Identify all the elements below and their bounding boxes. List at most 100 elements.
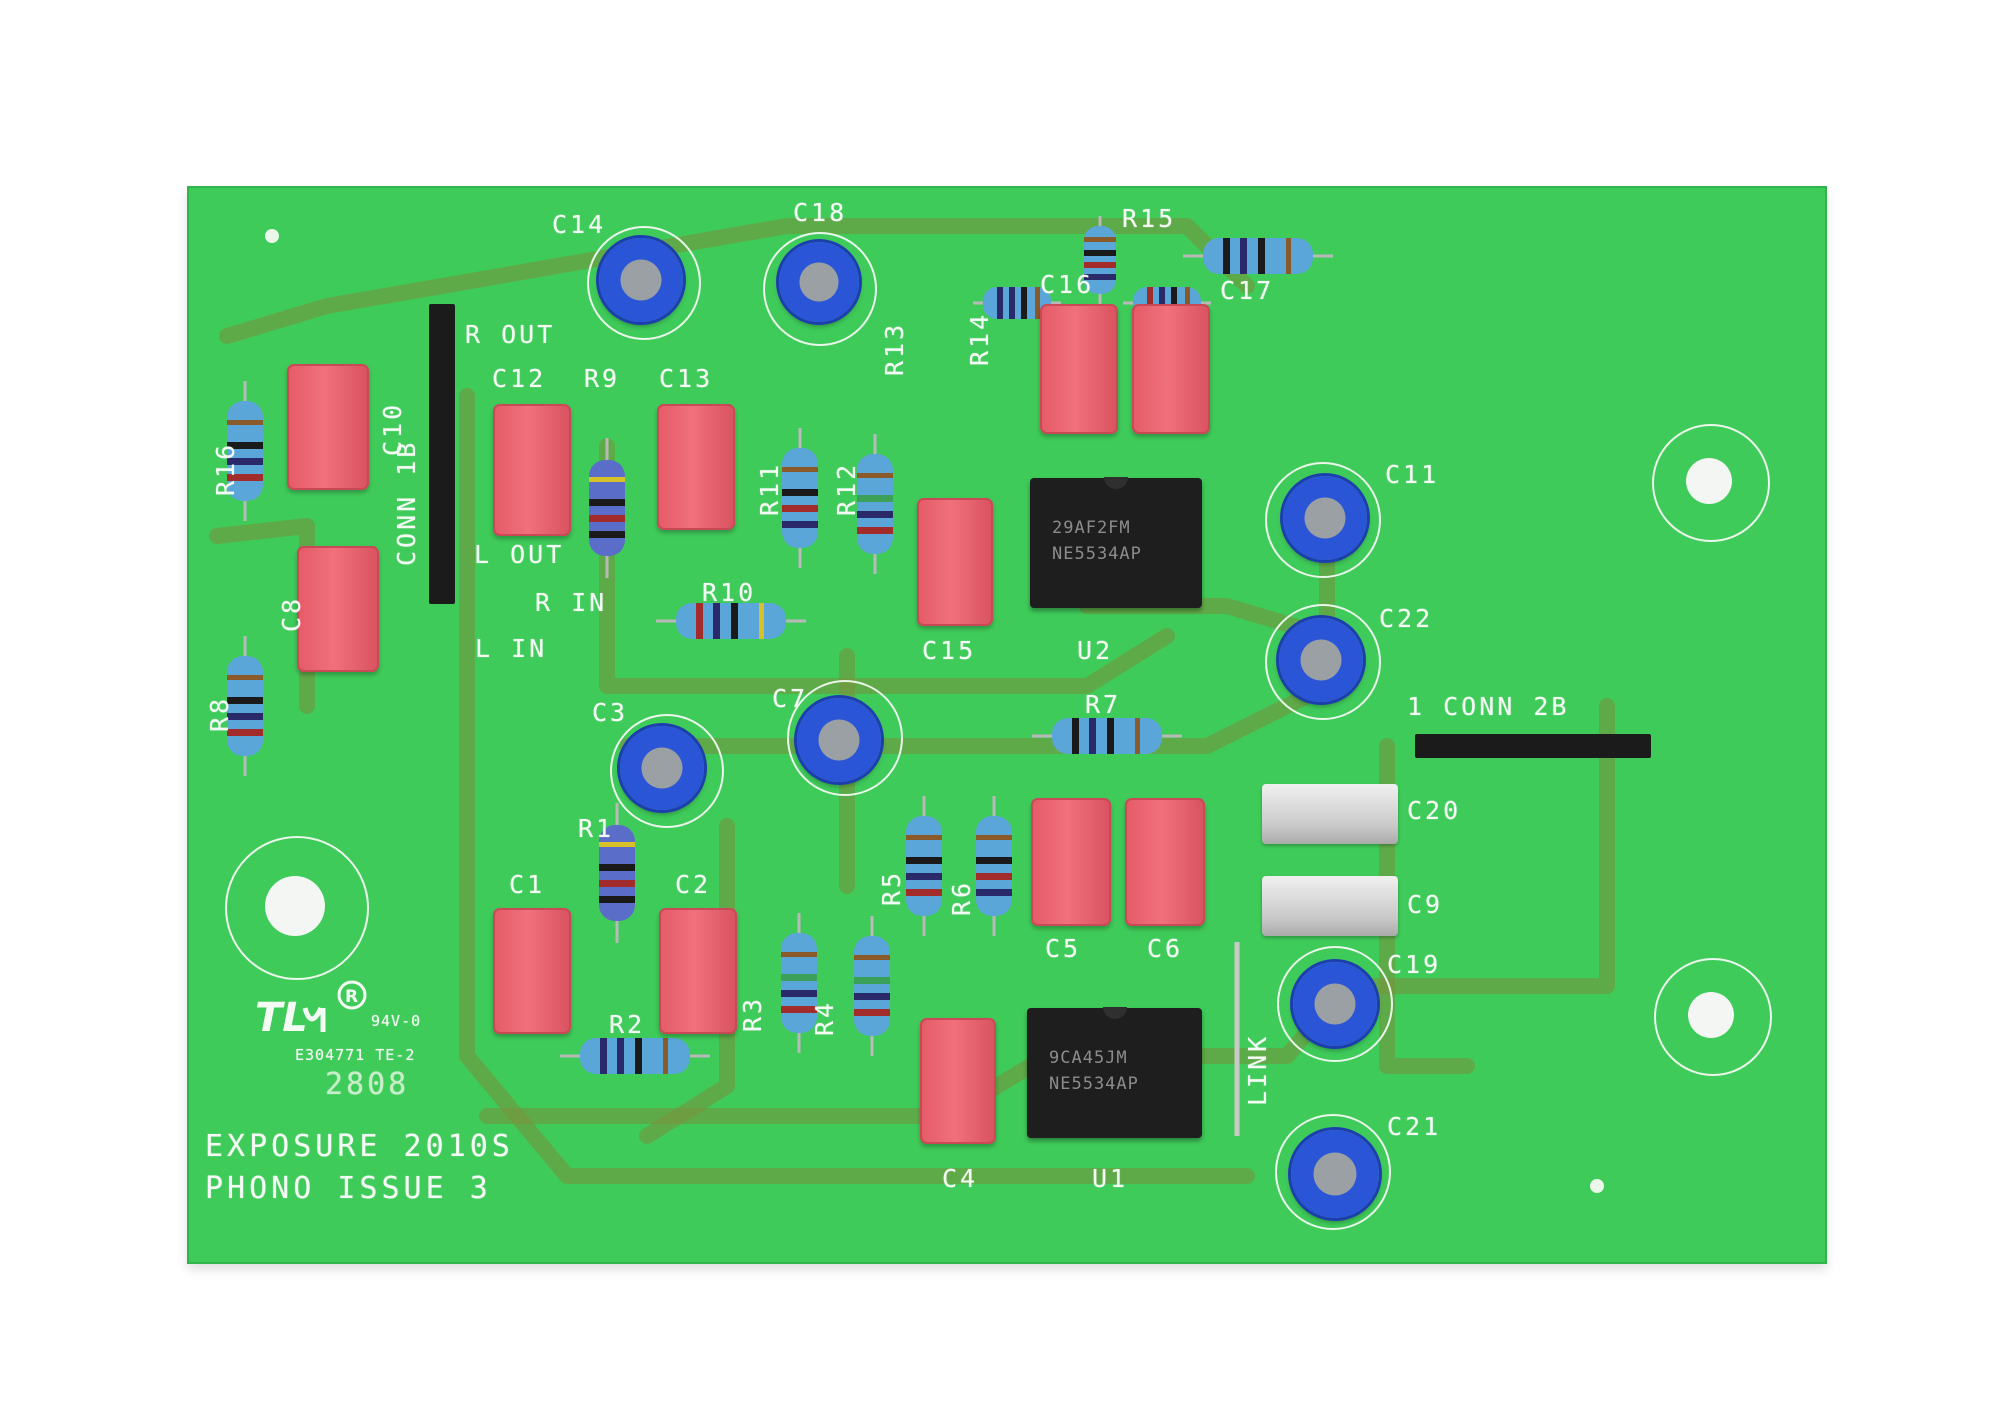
label-r4: R4 bbox=[810, 999, 839, 1036]
label-rating: 94V-0 bbox=[371, 1012, 422, 1030]
label-c9: C9 bbox=[1407, 890, 1444, 919]
c3-outline bbox=[610, 714, 724, 828]
svg-text:R: R bbox=[345, 987, 358, 1007]
label-conn2b: 1 CONN 2B bbox=[1407, 692, 1570, 721]
label-r15: R15 bbox=[1122, 204, 1177, 233]
electrolytic-capacitor-c19 bbox=[1293, 962, 1377, 1046]
label-c8: C8 bbox=[277, 595, 306, 632]
electrolytic-capacitor-c18 bbox=[779, 242, 859, 322]
conn1b-header bbox=[429, 304, 455, 604]
label-c2: C2 bbox=[675, 870, 712, 899]
electrolytic-capacitor-c7 bbox=[797, 698, 881, 782]
mounting-screw bbox=[1688, 992, 1734, 1038]
label-conn1b: CONN 1B bbox=[392, 439, 421, 566]
u1-marking-line2: NE5534AP bbox=[1049, 1074, 1139, 1094]
label-c1: C1 bbox=[509, 870, 546, 899]
label-c17: C17 bbox=[1220, 276, 1275, 305]
film-capacitor-c2 bbox=[659, 908, 737, 1034]
electrolytic-capacitor-c3 bbox=[620, 726, 704, 810]
mounting-hole bbox=[1654, 958, 1772, 1076]
label-r3: R3 bbox=[738, 995, 767, 1032]
electrolytic-capacitor-c14 bbox=[599, 238, 683, 322]
label-r9: R9 bbox=[584, 364, 621, 393]
label-c5: C5 bbox=[1045, 934, 1082, 963]
label-r14: R14 bbox=[965, 311, 994, 366]
mounting-hole bbox=[1652, 424, 1770, 542]
c7-outline bbox=[787, 680, 903, 796]
label-u2: U2 bbox=[1077, 636, 1114, 665]
label-c19: C19 bbox=[1387, 950, 1442, 979]
label-r1: R1 bbox=[578, 814, 615, 843]
c14-outline bbox=[587, 226, 701, 340]
label-r7: R7 bbox=[1085, 690, 1122, 719]
label-r11: R11 bbox=[755, 461, 784, 516]
electrolytic-capacitor-c11 bbox=[1283, 476, 1367, 560]
label-r8: R8 bbox=[205, 695, 234, 732]
label-r10: R10 bbox=[702, 578, 757, 607]
film-capacitor-c1 bbox=[493, 908, 571, 1034]
resistors bbox=[227, 216, 1333, 1074]
label-r2: R2 bbox=[609, 1010, 646, 1039]
pcb-board: TL R 29AF2FM bbox=[187, 186, 1827, 1264]
label-r-out: R OUT bbox=[465, 320, 556, 349]
label-product: EXPOSURE 2010S bbox=[205, 1129, 514, 1164]
u2-marking-line2: NE5534AP bbox=[1052, 544, 1142, 564]
ic-u1: 9CA45JM NE5534AP bbox=[1027, 1007, 1202, 1138]
film-capacitor-c15 bbox=[917, 498, 993, 626]
ic-u2: 29AF2FM NE5534AP bbox=[1030, 477, 1202, 608]
c21-outline bbox=[1275, 1114, 1391, 1230]
capacitor-c9 bbox=[1262, 876, 1398, 936]
film-capacitor-c17 bbox=[1132, 304, 1210, 434]
c22-outline bbox=[1265, 604, 1381, 720]
label-c7: C7 bbox=[772, 684, 809, 713]
label-r-in: R IN bbox=[535, 588, 608, 617]
c19-outline bbox=[1277, 946, 1393, 1062]
ul-recognized-logo: TL bbox=[255, 995, 326, 1041]
label-date-code: 2808 bbox=[325, 1067, 410, 1102]
label-l-out: L OUT bbox=[474, 540, 565, 569]
film-capacitor-c5 bbox=[1031, 798, 1111, 926]
label-u1: U1 bbox=[1092, 1164, 1129, 1193]
label-c6: C6 bbox=[1147, 934, 1184, 963]
label-cert: E304771 TE-2 bbox=[295, 1046, 416, 1064]
mounting-hole bbox=[225, 836, 369, 980]
registered-mark: R bbox=[337, 980, 367, 1010]
film-capacitor-c10 bbox=[287, 364, 369, 490]
label-c16: C16 bbox=[1040, 270, 1095, 299]
label-r16: R16 bbox=[211, 441, 240, 496]
label-r6: R6 bbox=[947, 879, 976, 916]
c11-outline bbox=[1265, 462, 1381, 578]
svg-text:TL: TL bbox=[255, 995, 308, 1041]
film-capacitor-c4 bbox=[920, 1018, 996, 1144]
label-c22: C22 bbox=[1379, 604, 1434, 633]
label-r5: R5 bbox=[877, 869, 906, 906]
label-link: LINK bbox=[1243, 1033, 1272, 1106]
film-capacitor-c12 bbox=[493, 404, 571, 536]
label-issue: PHONO ISSUE 3 bbox=[205, 1171, 492, 1206]
film-capacitor-c8 bbox=[297, 546, 379, 672]
electrolytic-capacitor-c22 bbox=[1279, 618, 1363, 702]
label-c21: C21 bbox=[1387, 1112, 1442, 1141]
u1-marking-line1: 9CA45JM bbox=[1049, 1048, 1128, 1068]
label-c11: C11 bbox=[1385, 460, 1440, 489]
conn2b-header bbox=[1415, 734, 1651, 758]
mounting-screw bbox=[265, 876, 325, 936]
label-c3: C3 bbox=[592, 698, 629, 727]
u2-marking-line1: 29AF2FM bbox=[1052, 518, 1131, 538]
label-r12: R12 bbox=[832, 461, 861, 516]
label-r13: R13 bbox=[880, 321, 909, 376]
mounting-dot bbox=[265, 229, 279, 243]
label-c4: C4 bbox=[942, 1164, 979, 1193]
label-l-in: L IN bbox=[475, 634, 548, 663]
label-c15: C15 bbox=[922, 636, 977, 665]
c18-outline bbox=[763, 232, 877, 346]
pcb-traces-and-parts: TL R bbox=[209, 216, 1615, 1193]
mounting-screw bbox=[1686, 458, 1732, 504]
film-capacitor-c16 bbox=[1040, 304, 1118, 434]
label-c12: C12 bbox=[492, 364, 547, 393]
label-c13: C13 bbox=[659, 364, 714, 393]
film-capacitor-c6 bbox=[1125, 798, 1205, 926]
mounting-dot bbox=[1590, 1179, 1604, 1193]
label-c18: C18 bbox=[793, 198, 848, 227]
film-capacitor-c13 bbox=[657, 404, 735, 530]
